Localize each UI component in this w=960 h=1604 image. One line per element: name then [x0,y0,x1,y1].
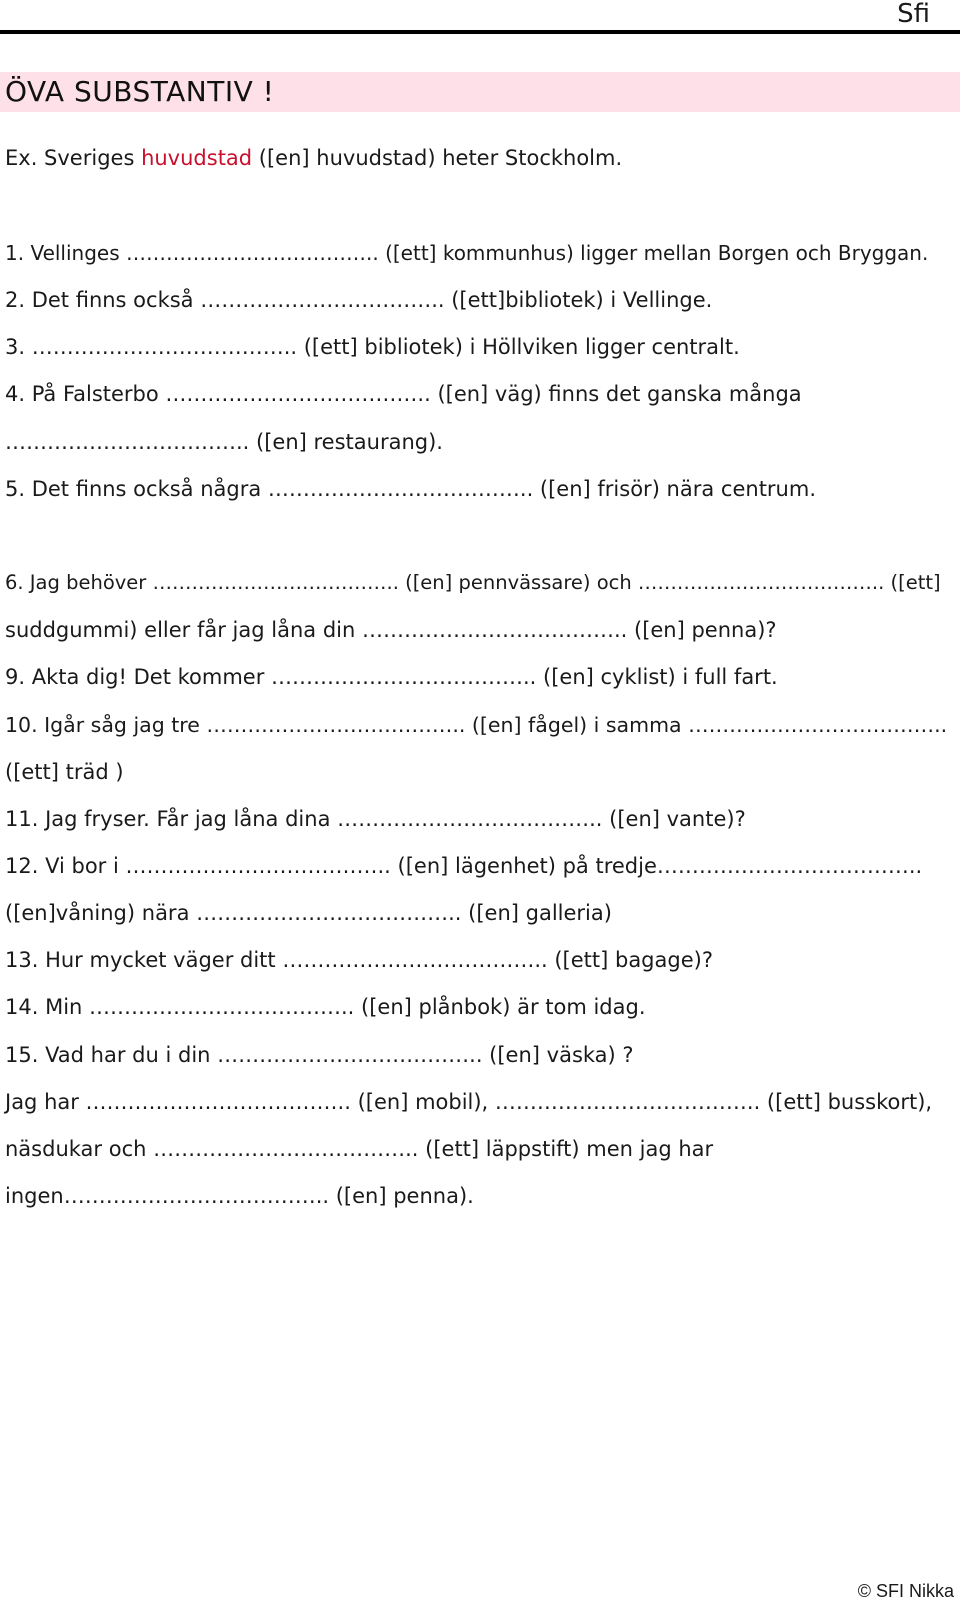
exercise-line: 14. Min ……………………………….. ([en] plånbok) är… [5,995,646,1019]
example-suffix: ([en] huvudstad) heter Stockholm. [252,146,623,170]
exercise-line: ([ett] träd ) [5,760,124,784]
exercise-line: Jag har ……………………………….. ([en] mobil), ………… [5,1090,933,1114]
exercise-line: ingen……………………………….. ([en] penna). [5,1184,474,1208]
exercise-line: näsdukar och ……………………………….. ([ett] läpps… [5,1137,714,1161]
exercise-line: 13. Hur mycket väger ditt ………………………………..… [5,948,713,972]
page-title: ÖVA SUBSTANTIV ! [5,75,275,108]
exercise-line: 2. Det finns också …………………………….. ([ett]b… [5,288,713,312]
exercise-line: ([en]våning) nära ……………………………….. ([en] g… [5,901,612,925]
exercise-line: 3. ……………………………….. ([ett] bibliotek) i Hö… [5,335,740,359]
exercise-line: 6. Jag behöver ……………………………….. ([en] penn… [5,571,941,594]
example-highlight: huvudstad [141,146,253,170]
exercise-line: 12. Vi bor i ……………………………….. ([en] lägenh… [5,854,923,878]
exercise-line: 1. Vellinges ……………………………….. ([ett] kommu… [5,241,929,265]
exercise-line: 10. Igår såg jag tre ……………………………….. ([en… [5,713,948,737]
exercise-line: 15. Vad har du i din ……………………………….. ([en… [5,1043,634,1067]
exercise-line: 11. Jag fryser. Får jag låna dina ………………… [5,807,746,831]
exercise-line: 4. På Falsterbo ……………………………….. ([en] väg… [5,382,802,406]
title-band [0,72,960,112]
exercise-line: 9. Akta dig! Det kommer ……………………………….. (… [5,665,778,689]
header-rule [0,30,960,34]
exercise-line: suddgummi) eller får jag låna din ………………… [5,618,777,642]
exercise-line: 5. Det finns också några ……………………………….. … [5,477,817,501]
footer-copyright: © SFI Nikka [857,1581,954,1601]
exercise-line: …………………………….. ([en] restaurang). [5,430,443,454]
example-prefix: Ex. Sveriges [5,146,142,170]
header-tag: Sfi [897,0,930,29]
example-line: Ex. Sveriges huvudstad ([en] huvudstad) … [5,144,622,172]
